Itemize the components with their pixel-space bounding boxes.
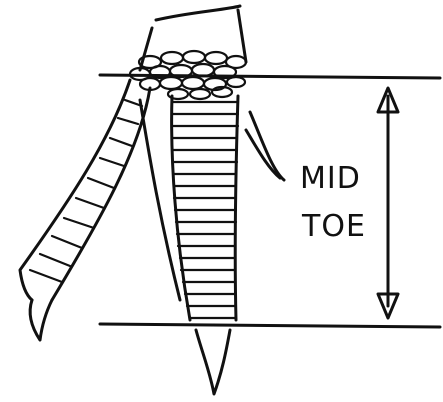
- label-toe: TOE: [301, 209, 366, 244]
- lower-reference-line: [100, 324, 440, 327]
- left-toe: [20, 80, 150, 340]
- label-mid: MID: [300, 161, 361, 196]
- middle-toe: [172, 96, 238, 394]
- leg-shank: [140, 6, 246, 70]
- measurement-arrow: [378, 88, 398, 318]
